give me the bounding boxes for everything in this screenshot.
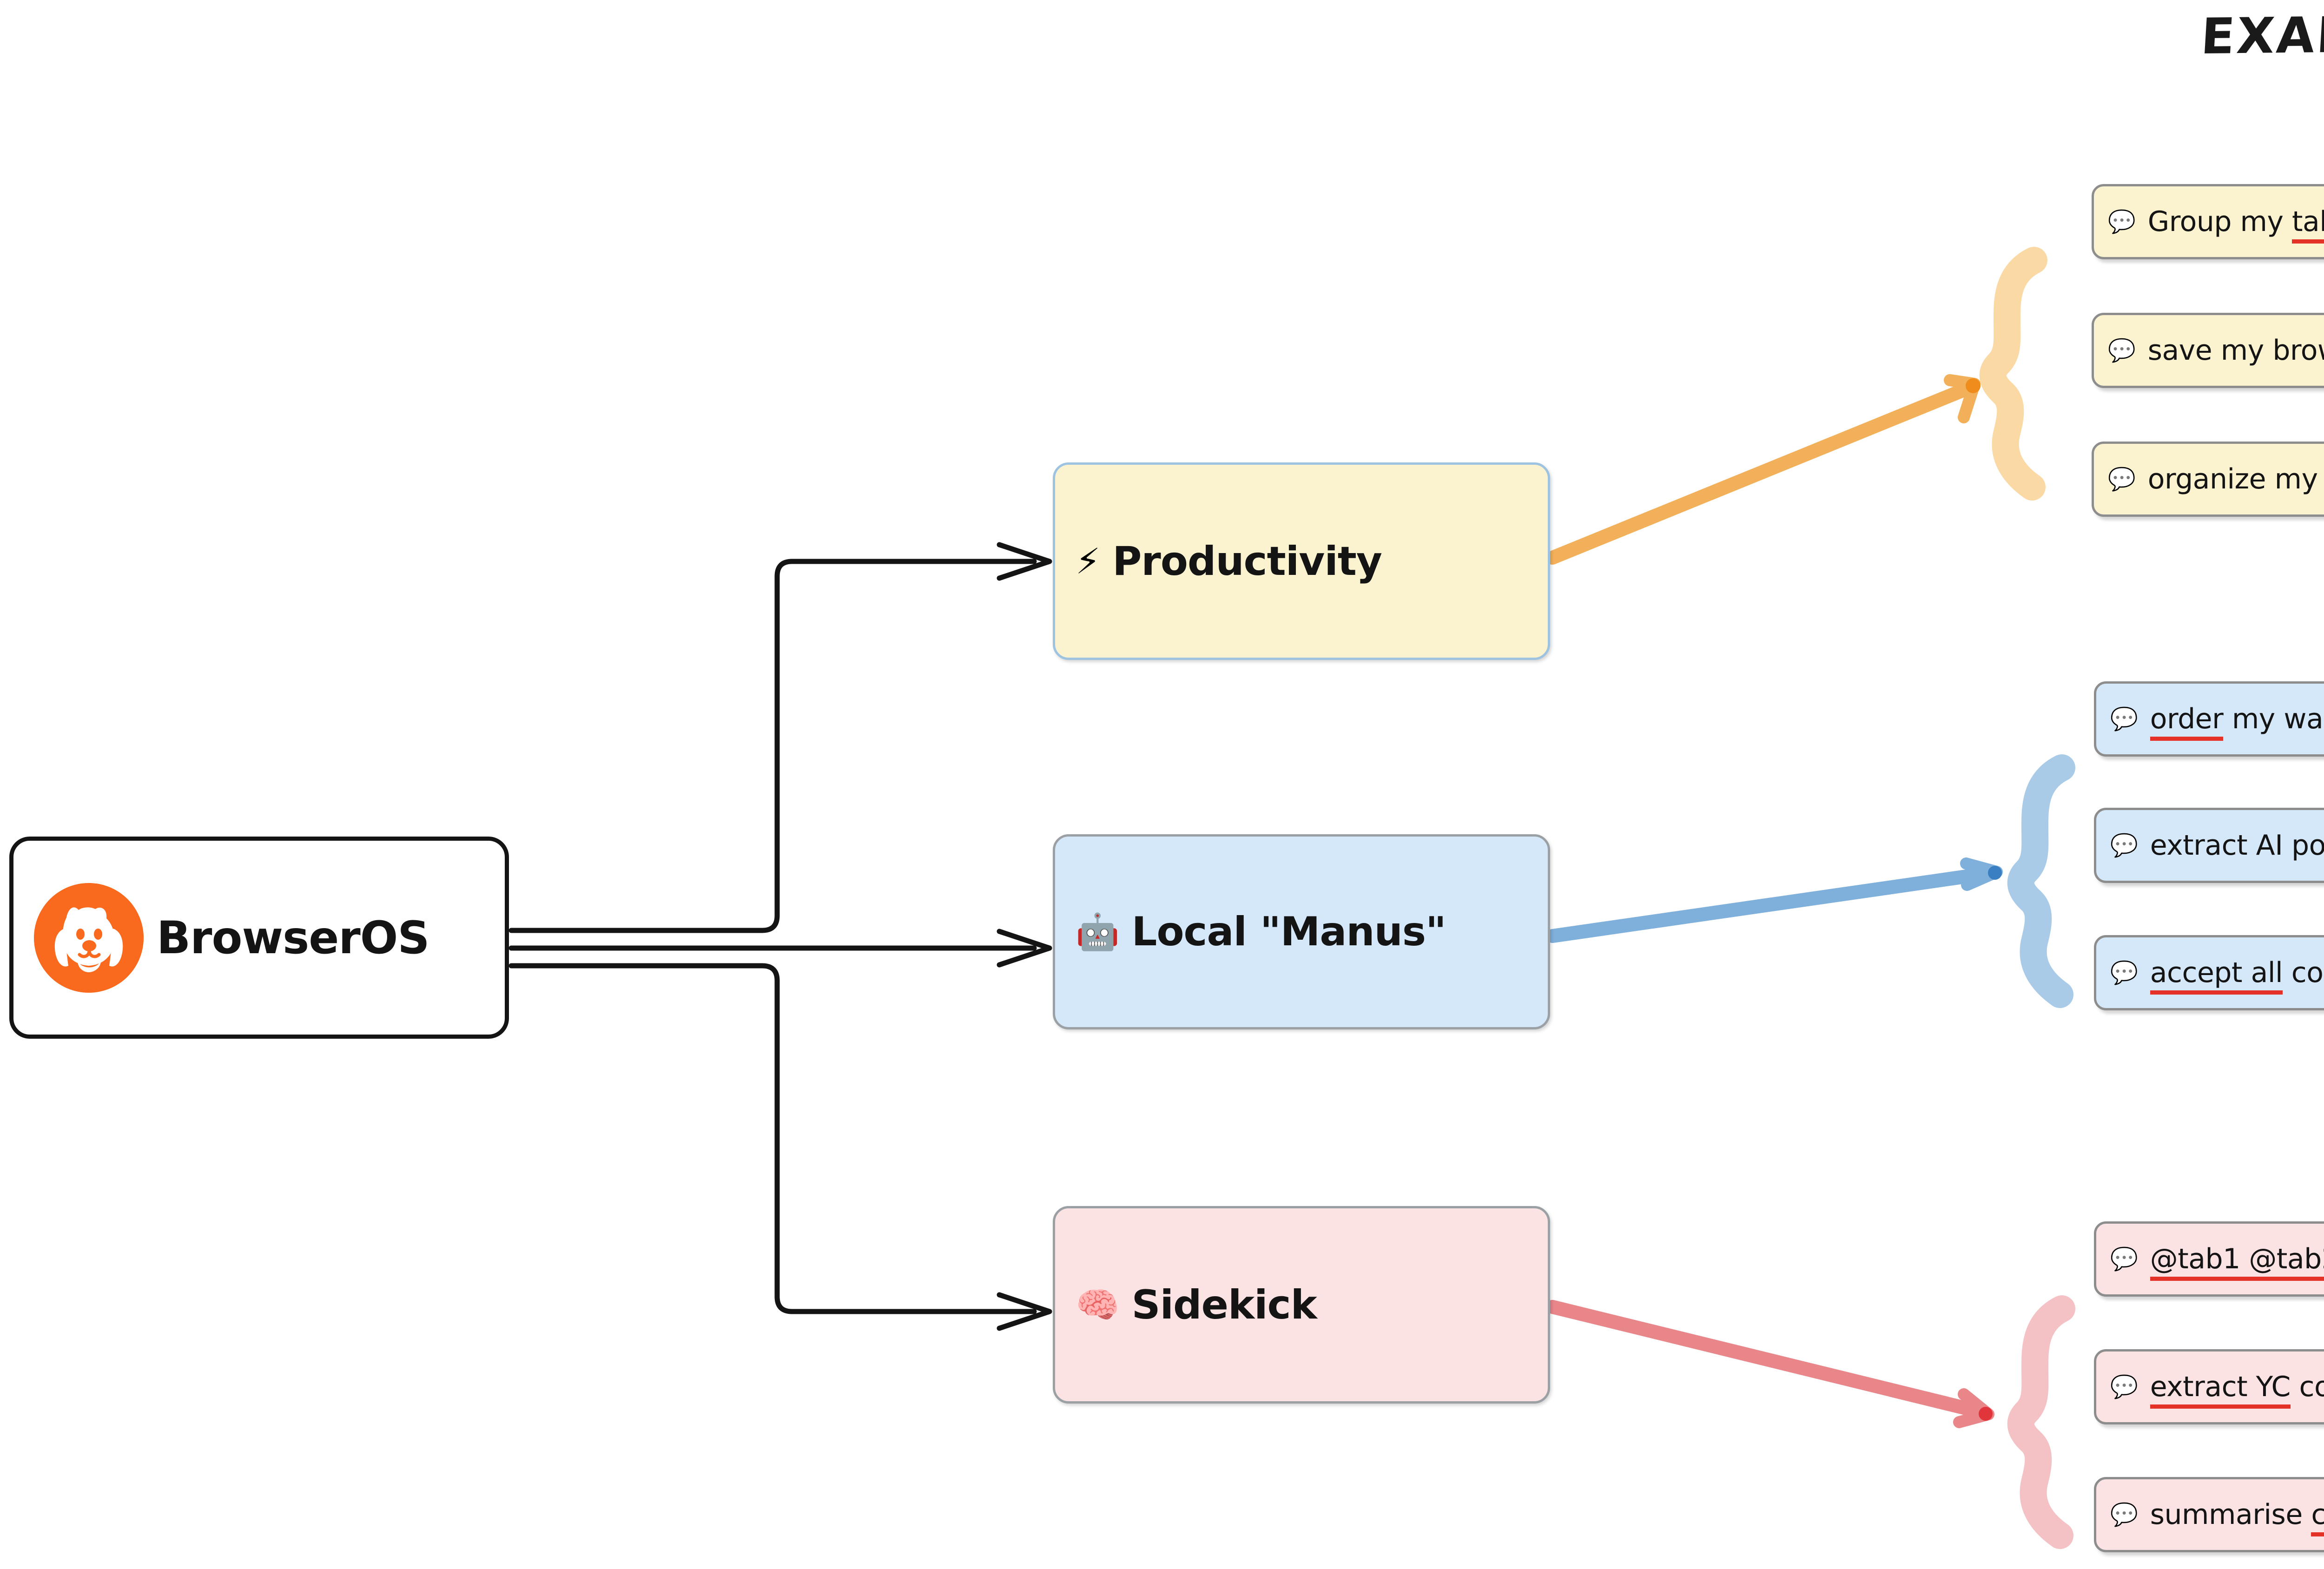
usecase-text: extract YC company website from this pag… — [2150, 1371, 2324, 1409]
speech-balloon-icon: 💬 — [2110, 706, 2138, 732]
speech-balloon-icon: 💬 — [2110, 1374, 2138, 1400]
usecase-text: extract AI posts from my twitter feed — [2150, 829, 2324, 862]
speech-balloon-icon: 💬 — [2108, 209, 2136, 235]
connector-root-to-productivity — [508, 542, 1052, 933]
robot-icon: 🤖 — [1076, 911, 1120, 952]
node-browseros[interactable]: BrowserOS — [9, 837, 509, 1039]
node-sidekick-label: Sidekick — [1131, 1281, 1317, 1328]
usecase-card[interactable]: 💬 @tab1 @tab2 summarise both tabs — [2094, 1221, 2324, 1297]
speech-balloon-icon: 💬 — [2110, 1502, 2138, 1528]
usecase-card[interactable]: 💬 extract YC company website from this p… — [2094, 1349, 2324, 1424]
usecase-card[interactable]: 💬 Group my tabs and close all youtube ta… — [2092, 184, 2324, 259]
speech-balloon-icon: 💬 — [2110, 960, 2138, 986]
node-productivity[interactable]: ⚡ Productivity — [1053, 462, 1550, 660]
usecase-card[interactable]: 💬 save my browsing session as "research" — [2092, 313, 2324, 388]
brace-pink — [2007, 1295, 2075, 1549]
node-sidekick[interactable]: 🧠 Sidekick — [1053, 1206, 1550, 1404]
arrow-manus-to-usecases — [1545, 857, 2003, 943]
node-local-manus[interactable]: 🤖 Local "Manus" — [1053, 834, 1550, 1029]
speech-balloon-icon: 💬 — [2110, 832, 2138, 858]
brace-blue — [2007, 754, 2075, 1008]
usecase-text: accept all connections on linkedin — [2150, 956, 2324, 995]
usecase-card[interactable]: 💬 extract AI posts from my twitter feed — [2094, 808, 2324, 883]
usecase-card[interactable]: 💬 accept all connections on linkedin — [2094, 935, 2324, 1010]
lightning-bolt-icon: ⚡ — [1076, 540, 1101, 582]
speech-balloon-icon: 💬 — [2110, 1246, 2138, 1272]
dog-logo-icon — [34, 883, 144, 993]
brace-yellow — [1979, 247, 2047, 501]
usecase-card[interactable]: 💬 summarise comments from this HN post — [2094, 1477, 2324, 1552]
speech-balloon-icon: 💬 — [2108, 337, 2136, 363]
arrow-productivity-to-usecases — [1545, 374, 1981, 565]
usecase-text: @tab1 @tab2 summarise both tabs — [2150, 1243, 2324, 1281]
node-local-manus-label: Local "Manus" — [1131, 909, 1446, 955]
speech-balloon-icon: 💬 — [2108, 466, 2136, 492]
connector-root-to-sidekick — [508, 963, 1052, 1331]
arrow-sidekick-to-usecases — [1545, 1300, 1994, 1428]
node-productivity-label: Productivity — [1112, 538, 1382, 585]
usecase-text: organize my bookmarks smartly — [2147, 463, 2324, 495]
usecase-card[interactable]: 💬 order my washing detergent from amazon — [2094, 681, 2324, 757]
node-browseros-label: BrowserOS — [157, 911, 429, 964]
brain-icon: 🧠 — [1076, 1284, 1120, 1325]
usecase-card[interactable]: 💬 organize my bookmarks smartly — [2092, 442, 2324, 517]
usecase-text: save my browsing session as "research" — [2147, 334, 2324, 367]
page-title: EXAMPLE USE-CASES — [2199, 1, 2324, 65]
connector-root-to-manus — [508, 929, 1052, 968]
usecase-text: order my washing detergent from amazon — [2150, 703, 2324, 741]
usecase-text: summarise comments from this HN post — [2150, 1498, 2324, 1536]
usecase-text: Group my tabs and close all youtube tabs — [2148, 205, 2324, 244]
